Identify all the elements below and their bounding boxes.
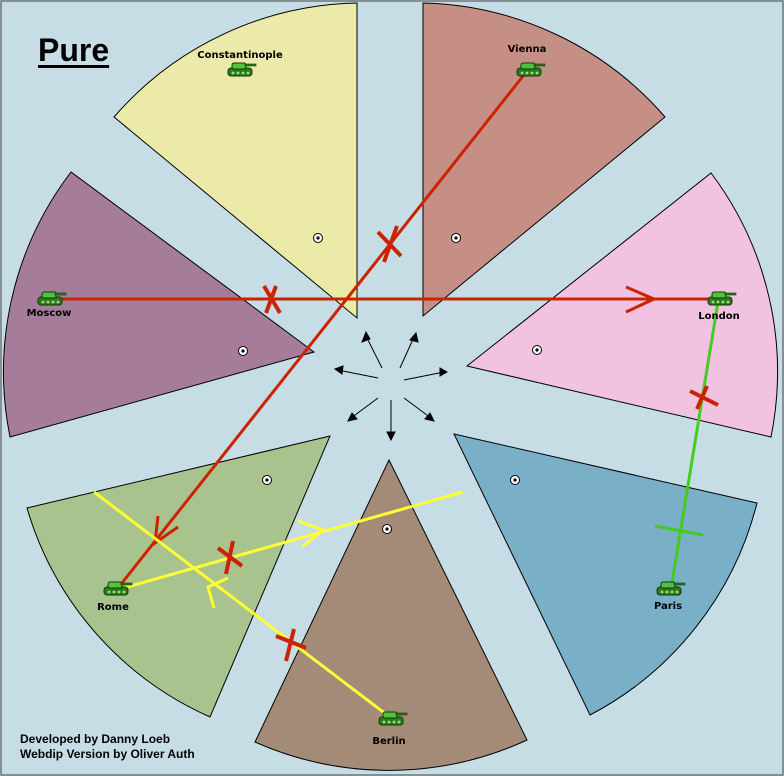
order-vienna-rome[interactable] [116, 70, 529, 589]
credits-line-developer: Developed by Danny Loeb [20, 732, 171, 746]
territory-moscow[interactable] [3, 171, 316, 438]
compass-arrows-icon [333, 330, 449, 442]
unit-london-army-icon[interactable] [707, 291, 737, 306]
territory-label-constantinople: Constantinople [197, 50, 283, 61]
map-credits: Developed by Danny Loeb Webdip Version b… [20, 732, 195, 762]
supply-center-moscow-icon [238, 346, 248, 356]
unit-paris-army-icon[interactable] [656, 581, 686, 596]
order-moscow-london[interactable] [52, 284, 718, 315]
order-rome-berlin[interactable] [119, 490, 464, 591]
credits-line-webdip: Webdip Version by Oliver Auth [20, 747, 195, 761]
unit-vienna-army-icon[interactable] [516, 62, 546, 77]
unit-constantinople-army-icon[interactable] [227, 62, 257, 77]
territory-label-paris: Paris [654, 601, 682, 612]
map-title: Pure [38, 32, 110, 68]
unit-rome-army-icon[interactable] [103, 581, 133, 596]
failed-order-cross-icon [376, 225, 403, 263]
territory-berlin[interactable] [254, 458, 528, 771]
territory-vienna[interactable] [422, 2, 666, 318]
territory-label-moscow: Moscow [27, 308, 72, 319]
failed-order-cross-icon [689, 385, 719, 410]
unit-moscow-army-icon[interactable] [37, 291, 67, 306]
territory-rome[interactable] [26, 435, 331, 718]
failed-order-cross-icon [275, 628, 307, 662]
supply-center-constantinople-icon [313, 233, 323, 243]
territory-label-london: London [698, 311, 740, 322]
territory-london[interactable] [465, 172, 778, 438]
order-berlin-rome[interactable] [93, 490, 392, 720]
supply-center-paris-icon [510, 475, 520, 485]
supply-center-vienna-icon [451, 233, 461, 243]
territory-constantinople[interactable] [113, 2, 358, 320]
failed-order-cross-icon [216, 540, 244, 575]
supply-center-london-icon [532, 345, 542, 355]
territory-paris[interactable] [453, 433, 758, 716]
supply-center-rome-icon [262, 475, 272, 485]
supply-center-berlin-icon [382, 524, 392, 534]
territory-label-vienna: Vienna [508, 44, 547, 55]
unit-berlin-army-icon[interactable] [378, 711, 408, 726]
territory-label-rome: Rome [97, 602, 129, 613]
failed-order-cross-icon [262, 284, 282, 315]
territory-label-berlin: Berlin [372, 736, 405, 747]
order-paris-london[interactable] [654, 301, 720, 590]
